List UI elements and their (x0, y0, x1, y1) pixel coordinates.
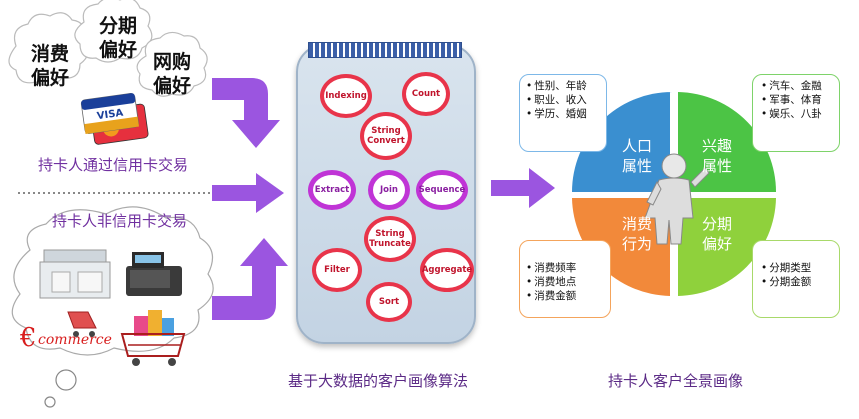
info-item: 性别、年龄 (526, 79, 600, 93)
cloud-word-online: 网购 偏好 (152, 51, 191, 97)
quadrant-circle (572, 92, 776, 296)
cloud-shape-online (136, 31, 208, 97)
person-figure-icon (644, 153, 710, 245)
node-join: Join (368, 170, 410, 210)
node-extract: Extract (308, 170, 356, 210)
node-string-convert: String Convert (360, 112, 412, 160)
credit-cards-icon: VISA (80, 92, 149, 145)
node-count: Count (402, 72, 450, 116)
left-illustrations: VISA € commerce (8, 0, 288, 408)
info-item: 学历、婚姻 (526, 107, 600, 121)
info-item: 娱乐、八卦 (761, 107, 833, 121)
info-item: 消费金额 (526, 289, 604, 303)
caption-noncredit-transactions: 持卡人非信用卡交易 (52, 212, 188, 230)
arrow-to-portrait (491, 168, 555, 208)
info-item: 消费地点 (526, 275, 604, 289)
quadrant-green (678, 92, 776, 192)
bubble-dot-2 (44, 396, 56, 408)
quadrant-label-interests: 兴趣 属性 (701, 137, 732, 175)
portrait-diagram (491, 92, 776, 296)
quadrant-blue (572, 92, 672, 192)
info-box-consumption: 消费频率 消费地点 消费金额 (519, 240, 611, 318)
quadrant-label-installment: 分期 偏好 (701, 215, 732, 253)
caption-algorithm: 基于大数据的客户画像算法 (288, 372, 469, 390)
arrow-middle (212, 173, 284, 213)
cloud-shape-offline (11, 206, 214, 356)
info-box-installment: 分期类型 分期金额 (752, 240, 840, 318)
info-box-demographics: 性别、年龄 职业、收入 学历、婚姻 (519, 74, 607, 152)
cloud-word-consumption: 消费 偏好 (30, 43, 69, 89)
quadrant-lime (678, 198, 776, 296)
cloud-word-installment: 分期 偏好 (98, 15, 137, 61)
node-filter: Filter (312, 248, 362, 292)
caption-portrait: 持卡人客户全景画像 (608, 372, 744, 390)
info-item: 职业、收入 (526, 93, 600, 107)
euro-symbol: € (19, 323, 37, 353)
visa-label: VISA (96, 108, 124, 123)
cloud-shape-installment (74, 0, 153, 63)
cash-register-icon (126, 252, 182, 296)
shopping-cart-icon (120, 310, 186, 366)
info-item: 分期类型 (761, 261, 833, 275)
quadrant-orange (572, 198, 670, 296)
info-item: 汽车、金融 (761, 79, 833, 93)
quadrant-label-demographics: 人口 属性 (621, 137, 652, 175)
arrow-bottom-curve (212, 238, 288, 320)
store-counter-icon (39, 249, 111, 299)
info-box-interests: 汽车、金融 军事、体育 娱乐、八卦 (752, 74, 840, 152)
ecommerce-icon: € commerce (19, 311, 112, 353)
node-indexing: Indexing (320, 74, 372, 118)
info-item: 消费频率 (526, 261, 604, 275)
arrow-top-curve (212, 78, 280, 148)
panel-header-strip (308, 42, 462, 58)
node-aggregate: Aggregate (420, 248, 474, 292)
node-string-truncate: String Truncate (364, 216, 416, 262)
quadrant-label-consumption: 消费 行为 (621, 215, 652, 253)
node-sequence: Sequence (416, 170, 468, 210)
info-item: 军事、体育 (761, 93, 833, 107)
info-item: 分期金额 (761, 275, 833, 289)
caption-credit-transactions: 持卡人通过信用卡交易 (38, 156, 189, 174)
bubble-dot-1 (55, 369, 77, 391)
node-sort: Sort (366, 282, 412, 322)
